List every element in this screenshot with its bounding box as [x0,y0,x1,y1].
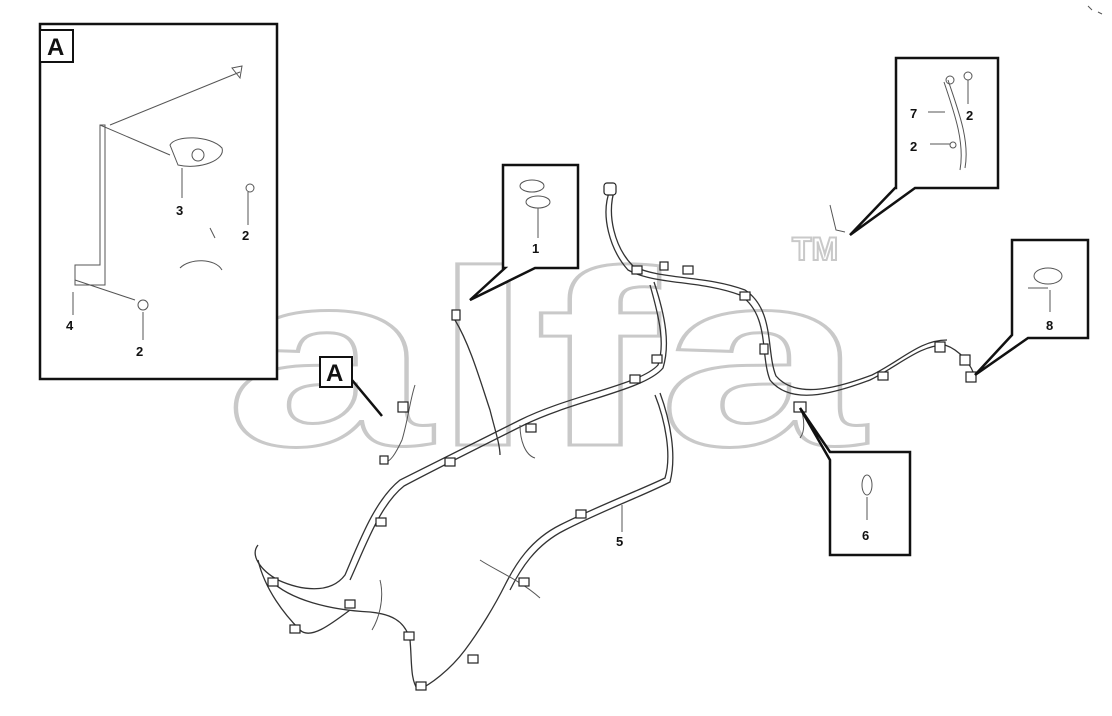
callout-7: 7 [910,106,917,121]
corner-mark [1087,5,1103,15]
callout-8-number: 8 [1046,318,1053,333]
detail-a-callout-3: 3 [176,203,183,218]
callout-1-number: 1 [532,241,539,256]
detail-a-letter: A [47,34,64,61]
detail-a-frame [38,22,279,381]
callout-1-box: 1 [469,163,580,302]
detail-a-box: A 3 2 4 2 [38,22,279,381]
pointer-a: A [319,356,383,417]
callout-2-upper: 2 [966,108,973,123]
callout-6-box: 6 [798,407,912,557]
detail-a-callout-2-top: 2 [242,228,249,243]
callout-top-right-box: 7 2 2 [829,56,1000,237]
hose-assembly [254,182,977,691]
hose-label-5: 5 [616,505,623,549]
pointer-a-letter: A [326,360,343,387]
callout-6-number: 6 [862,528,869,543]
callout-2-lower: 2 [910,139,917,154]
detail-a-callout-2-bottom: 2 [136,344,143,359]
detail-a-callout-4: 4 [66,318,74,333]
hose-label-5-number: 5 [616,534,623,549]
callout-8-box: 8 [974,238,1090,377]
watermark-tm: TM [792,231,838,267]
